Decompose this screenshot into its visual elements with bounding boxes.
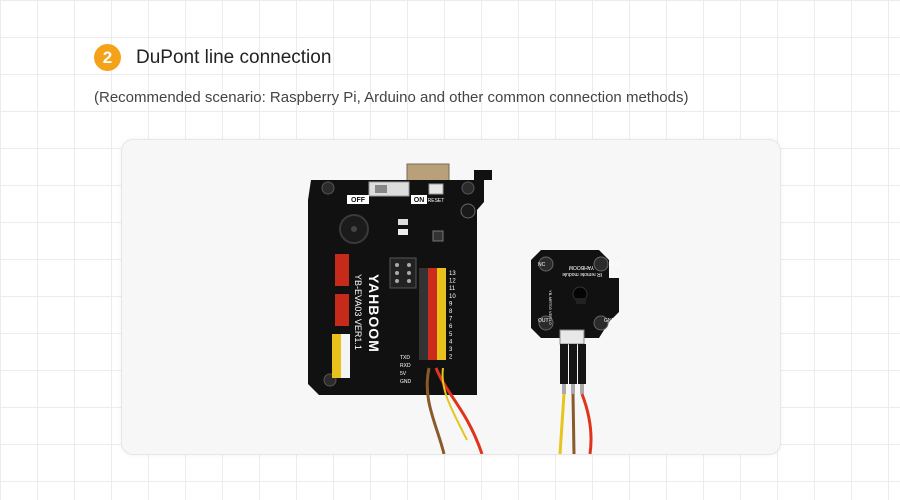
pin-number-label: 3 (449, 347, 453, 353)
left-header-white (341, 334, 350, 378)
pin-number-label: 5 (449, 332, 453, 338)
section-subtitle: (Recommended scenario: Raspberry Pi, Ard… (94, 89, 689, 106)
left-header-red-1 (335, 254, 349, 286)
i2c-header (389, 257, 417, 289)
pin-number-label: 12 (449, 279, 456, 285)
pin-number-label: 7 (449, 317, 453, 323)
connection-illustration: OFF ON RESET YAHBOOM (308, 163, 620, 454)
pin-number-label: 11 (449, 286, 456, 292)
module-model: YB-MRT03 VER1.0 (548, 290, 553, 325)
wire-brown (425, 367, 446, 454)
switch-off-label-bg (347, 195, 369, 204)
pin-label-gnd: GND (400, 379, 412, 385)
right-header-yellow (437, 268, 446, 360)
right-header-red (428, 268, 437, 360)
switch-on-label: ON (414, 197, 425, 204)
module-label-nc: NC (538, 262, 546, 268)
pin-number-label: 10 (449, 294, 456, 300)
left-header-yellow (332, 334, 341, 378)
pin-number-label: 9 (449, 301, 453, 307)
wire-red (434, 367, 484, 454)
pin-label-rxd: RXD (400, 363, 411, 369)
module-label-gnd: GND (604, 318, 616, 324)
wire-brown-module (571, 393, 576, 454)
pin-number-label: 2 (449, 355, 453, 361)
wire-yellow-board (441, 367, 468, 441)
section-title: DuPont line connection (136, 46, 332, 68)
connection-photo: OFF ON RESET YAHBOOM (121, 139, 781, 455)
step-number-badge: 2 (94, 44, 121, 71)
dupont-plug-2 (569, 344, 577, 384)
switch-off-label: OFF (351, 197, 366, 204)
ir-module: NC VCC OUT GND IR remote module YAHBOOM … (531, 250, 620, 345)
reset-label: RESET (428, 198, 445, 204)
pin-label-txd: TXD (400, 355, 410, 361)
left-header-red-2 (335, 294, 349, 326)
board-brand: YAHBOOM (366, 274, 382, 353)
wire-red-module (580, 393, 593, 454)
pin-number-label: 4 (449, 339, 453, 345)
pin-number-label: 13 (449, 271, 456, 277)
step-header: 2 DuPont line connection (94, 44, 331, 71)
module-label-out: OUT (538, 318, 549, 324)
dupont-plug-3 (578, 344, 586, 384)
reset-button (428, 183, 444, 195)
pin-number-label: 8 (449, 309, 453, 315)
wire-yellow (558, 393, 566, 454)
module-name: IR remote module (562, 271, 602, 277)
dupont-plug-1 (560, 344, 568, 384)
expansion-board: OFF ON RESET YAHBOOM (308, 163, 492, 395)
right-header-black (419, 268, 428, 360)
module-brand: YAHBOOM (569, 264, 594, 270)
pin-number-label: 6 (449, 324, 453, 330)
module-connector (559, 329, 585, 345)
pin-label-5v: 5V (400, 371, 407, 377)
module-label-vcc: VCC (609, 262, 620, 268)
switch-on-label-bg (411, 195, 427, 204)
board-model: YB-EVA03 VER1.1 (353, 274, 363, 350)
